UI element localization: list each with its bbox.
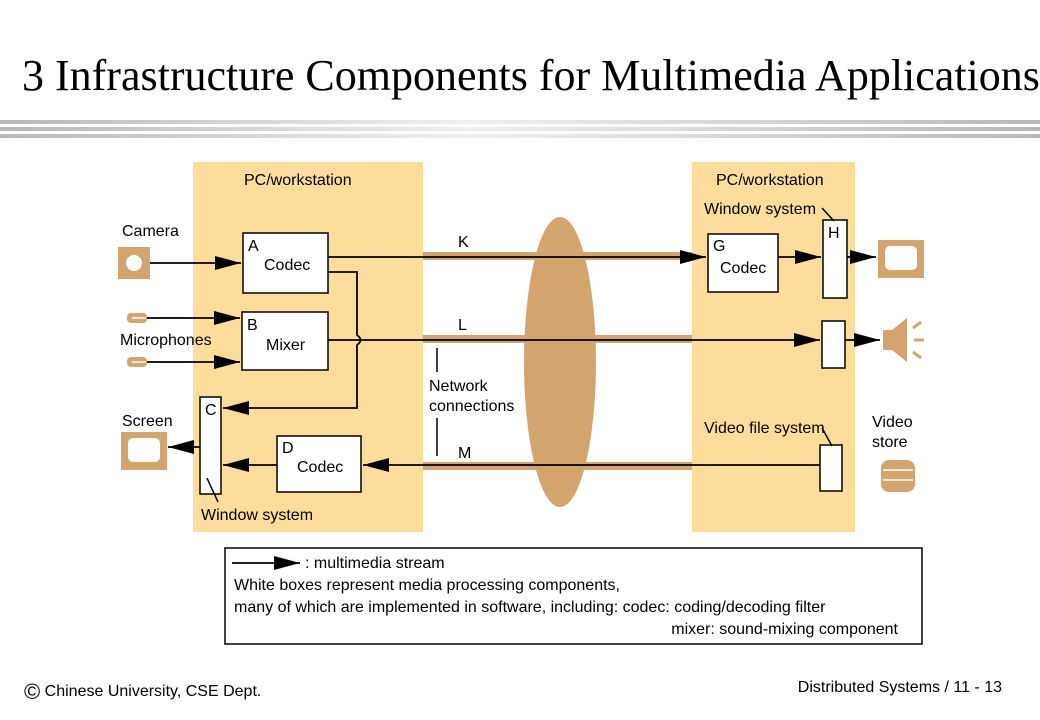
network-label-line2: connections (429, 398, 514, 415)
footer-left: © Chinese University, CSE Dept. (24, 679, 261, 705)
connection-bar-m (423, 462, 692, 470)
microphones-label: Microphones (120, 332, 212, 349)
footer-right: Distributed Systems / 11 - 13 (797, 679, 1002, 696)
stream-label-m: M (458, 445, 471, 462)
right-panel-title: PC/workstation (716, 172, 824, 189)
speaker-output-box (821, 320, 846, 369)
camera-icon (118, 247, 150, 279)
component-c-window: C (199, 396, 222, 495)
network-connections-label: Network connections (429, 378, 514, 415)
connection-bar-l (423, 335, 692, 343)
svg-text:Mixer: Mixer (266, 337, 306, 354)
video-file-system-label: Video file system (704, 420, 825, 437)
video-store-icon (881, 460, 915, 492)
copyright-symbol: © (24, 679, 41, 704)
speaker-icon (883, 318, 924, 362)
window-system-left-label: Window system (201, 507, 313, 524)
svg-text:Codec: Codec (297, 459, 343, 476)
video-store-line1: Video (872, 414, 913, 431)
slide-title: 3 Infrastructure Components for Multimed… (22, 51, 1040, 100)
svg-text:C: C (205, 402, 217, 419)
component-h-window: H (822, 219, 848, 299)
component-d-codec: D Codec (276, 435, 362, 493)
component-g-codec: G Codec (707, 233, 779, 293)
component-b-mixer: B Mixer (241, 311, 329, 371)
network-label-line1: Network (429, 378, 489, 395)
stream-label-k: K (458, 234, 469, 251)
video-file-box (819, 444, 843, 492)
microphone-icon-top (127, 313, 147, 323)
stream-label-l: L (458, 317, 467, 334)
stream-arrows (147, 250, 880, 472)
video-store-label: Video store (872, 414, 917, 451)
title-rule (0, 120, 1040, 138)
svg-text:G: G (713, 238, 725, 255)
svg-text:Codec: Codec (264, 257, 310, 274)
camera-label: Camera (122, 223, 179, 240)
component-a-codec: A Codec (242, 232, 329, 294)
screen-label: Screen (122, 413, 173, 430)
legend-line2: many of which are implemented in softwar… (234, 599, 826, 616)
svg-text:H: H (828, 225, 840, 242)
connection-bar-k (423, 252, 692, 260)
left-panel-title: PC/workstation (244, 172, 352, 189)
network-ellipse (524, 217, 596, 507)
svg-text:A: A (248, 238, 259, 255)
screen-icon (121, 432, 167, 470)
legend-line1: White boxes represent media processing c… (234, 577, 620, 594)
legend-line3: mixer: sound-mixing component (671, 621, 898, 638)
svg-text:D: D (282, 440, 294, 457)
display-icon (878, 240, 924, 278)
svg-text:B: B (247, 317, 258, 334)
window-system-right-label: Window system (704, 201, 816, 218)
legend-arrow-text: : multimedia stream (305, 555, 445, 572)
video-store-line2: store (872, 434, 908, 451)
footer-institution: Chinese University, CSE Dept. (40, 683, 262, 700)
svg-text:Codec: Codec (720, 260, 766, 277)
microphone-icon-bottom (127, 357, 147, 367)
legend-box: : multimedia stream White boxes represen… (224, 547, 923, 645)
